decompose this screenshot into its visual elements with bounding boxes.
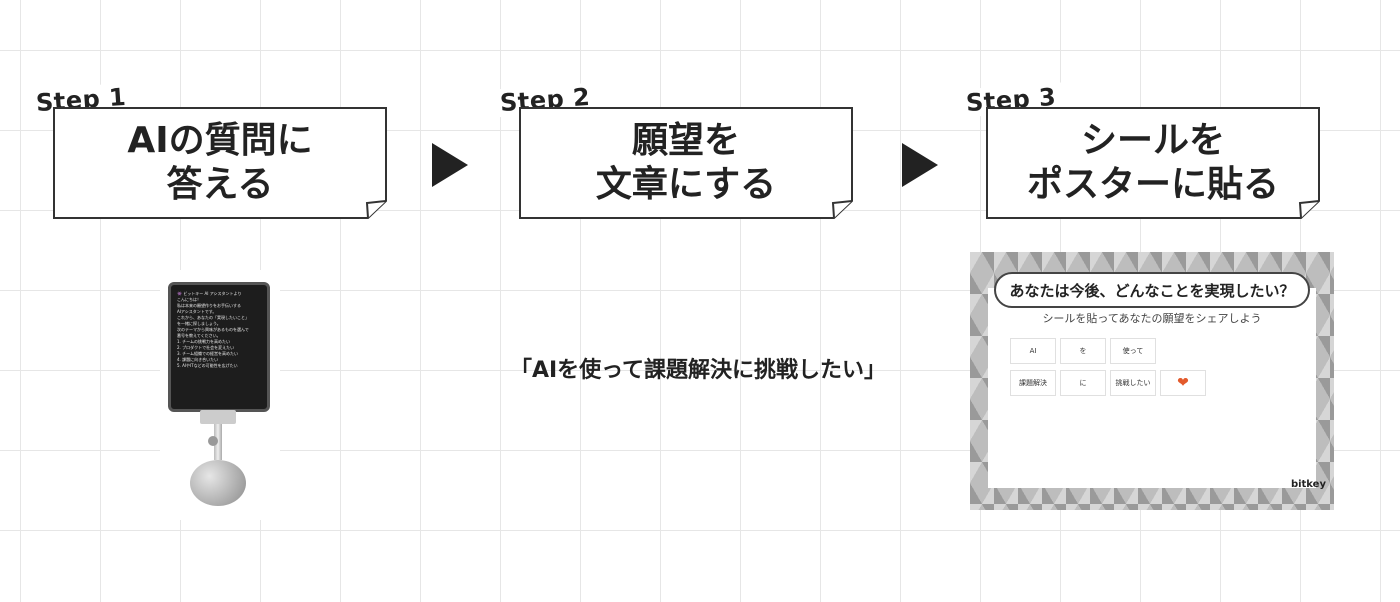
- tablet-text-line: を一緒に探しましょう。: [177, 321, 221, 326]
- tablet-text-line: こんにちは！: [177, 297, 201, 302]
- poster-sticker: ❤: [1160, 370, 1206, 396]
- step-box-frame-icon: [986, 107, 1320, 219]
- tablet-illustration: 👾 ビットキー AI アシスタントより こんにちは！ 私は本来の願望作りをお手伝…: [160, 270, 280, 520]
- tablet-text-line: 2. プロダクトで社会を変えたい: [177, 345, 235, 350]
- step-2-title: 願望を 文章にする: [519, 107, 853, 219]
- poster-sticker: に: [1060, 370, 1106, 396]
- tablet-text-line: 番号を教えてください。: [177, 333, 221, 338]
- stand-clamp: [200, 410, 236, 424]
- tablet-text-line: 3. チーム組織での経営を高めたい: [177, 351, 238, 356]
- poster-image: あなたは今後、どんなことを実現したい？ シールを貼ってあなたの願望をシェアしよう…: [970, 252, 1334, 510]
- heart-sticker-icon: ❤: [1177, 375, 1189, 391]
- tablet-text-line: 👾 ビットキー AI アシスタントより: [177, 291, 242, 296]
- step-box-frame-icon: [53, 107, 387, 219]
- step-2-title-line2: 文章にする: [595, 164, 777, 205]
- step-3-title-line1: シールを: [1080, 120, 1225, 161]
- tablet-screen: 👾 ビットキー AI アシスタントより こんにちは！ 私は本来の願望作りをお手伝…: [168, 282, 270, 412]
- poster-sticker: を: [1060, 338, 1106, 364]
- step-3-box: シールを ポスターに貼る: [986, 107, 1320, 219]
- step-1-box: AIの質問に 答える: [53, 107, 387, 219]
- arrow-right-icon: [902, 143, 938, 187]
- poster-sticker: 使って: [1110, 338, 1156, 364]
- example-wish-quote: 「AIを使って課題解決に挑戦したい」: [509, 358, 887, 383]
- tablet-text-line: AIアシスタントです。: [177, 309, 217, 314]
- tablet-text-line: 4. 課題に向き合いたい: [177, 357, 219, 362]
- stand-knob: [208, 436, 218, 446]
- stand-base: [190, 460, 246, 506]
- bitkey-logo: bitkey: [1290, 479, 1326, 490]
- step-1-title-line2: 答える: [166, 164, 274, 205]
- poster-subheading: シールを貼ってあなたの願望をシェアしよう: [1042, 312, 1262, 325]
- step-box-frame-icon: [519, 107, 853, 219]
- step-3-title-line2: ポスターに貼る: [1026, 164, 1279, 205]
- step-1-title-line1: AIの質問に: [127, 120, 313, 161]
- tablet-text-line: 次のテーマから興味があるものを選んで: [177, 327, 249, 332]
- tablet-text-line: これから、あなたの「実現したいこと」: [177, 315, 249, 320]
- tablet-text-line: 5. AIやITなどの可能性を広げたい: [177, 363, 238, 368]
- poster-heading: あなたは今後、どんなことを実現したい？: [994, 272, 1310, 308]
- tablet-text-line: 1. チームの挑戦力を高めたい: [177, 339, 230, 344]
- poster-sticker: 課題解決: [1010, 370, 1056, 396]
- poster-sticker: AI: [1010, 338, 1056, 364]
- step-2-title-line1: 願望を: [631, 120, 740, 161]
- arrow-right-icon: [432, 143, 468, 187]
- step-3-title: シールを ポスターに貼る: [986, 107, 1320, 219]
- step-1-title: AIの質問に 答える: [53, 107, 387, 219]
- step-2-box: 願望を 文章にする: [519, 107, 853, 219]
- stand-neck: [214, 412, 222, 460]
- poster-sticker: 挑戦したい: [1110, 370, 1156, 396]
- tablet-text-line: 私は本来の願望作りをお手伝いする: [177, 303, 241, 308]
